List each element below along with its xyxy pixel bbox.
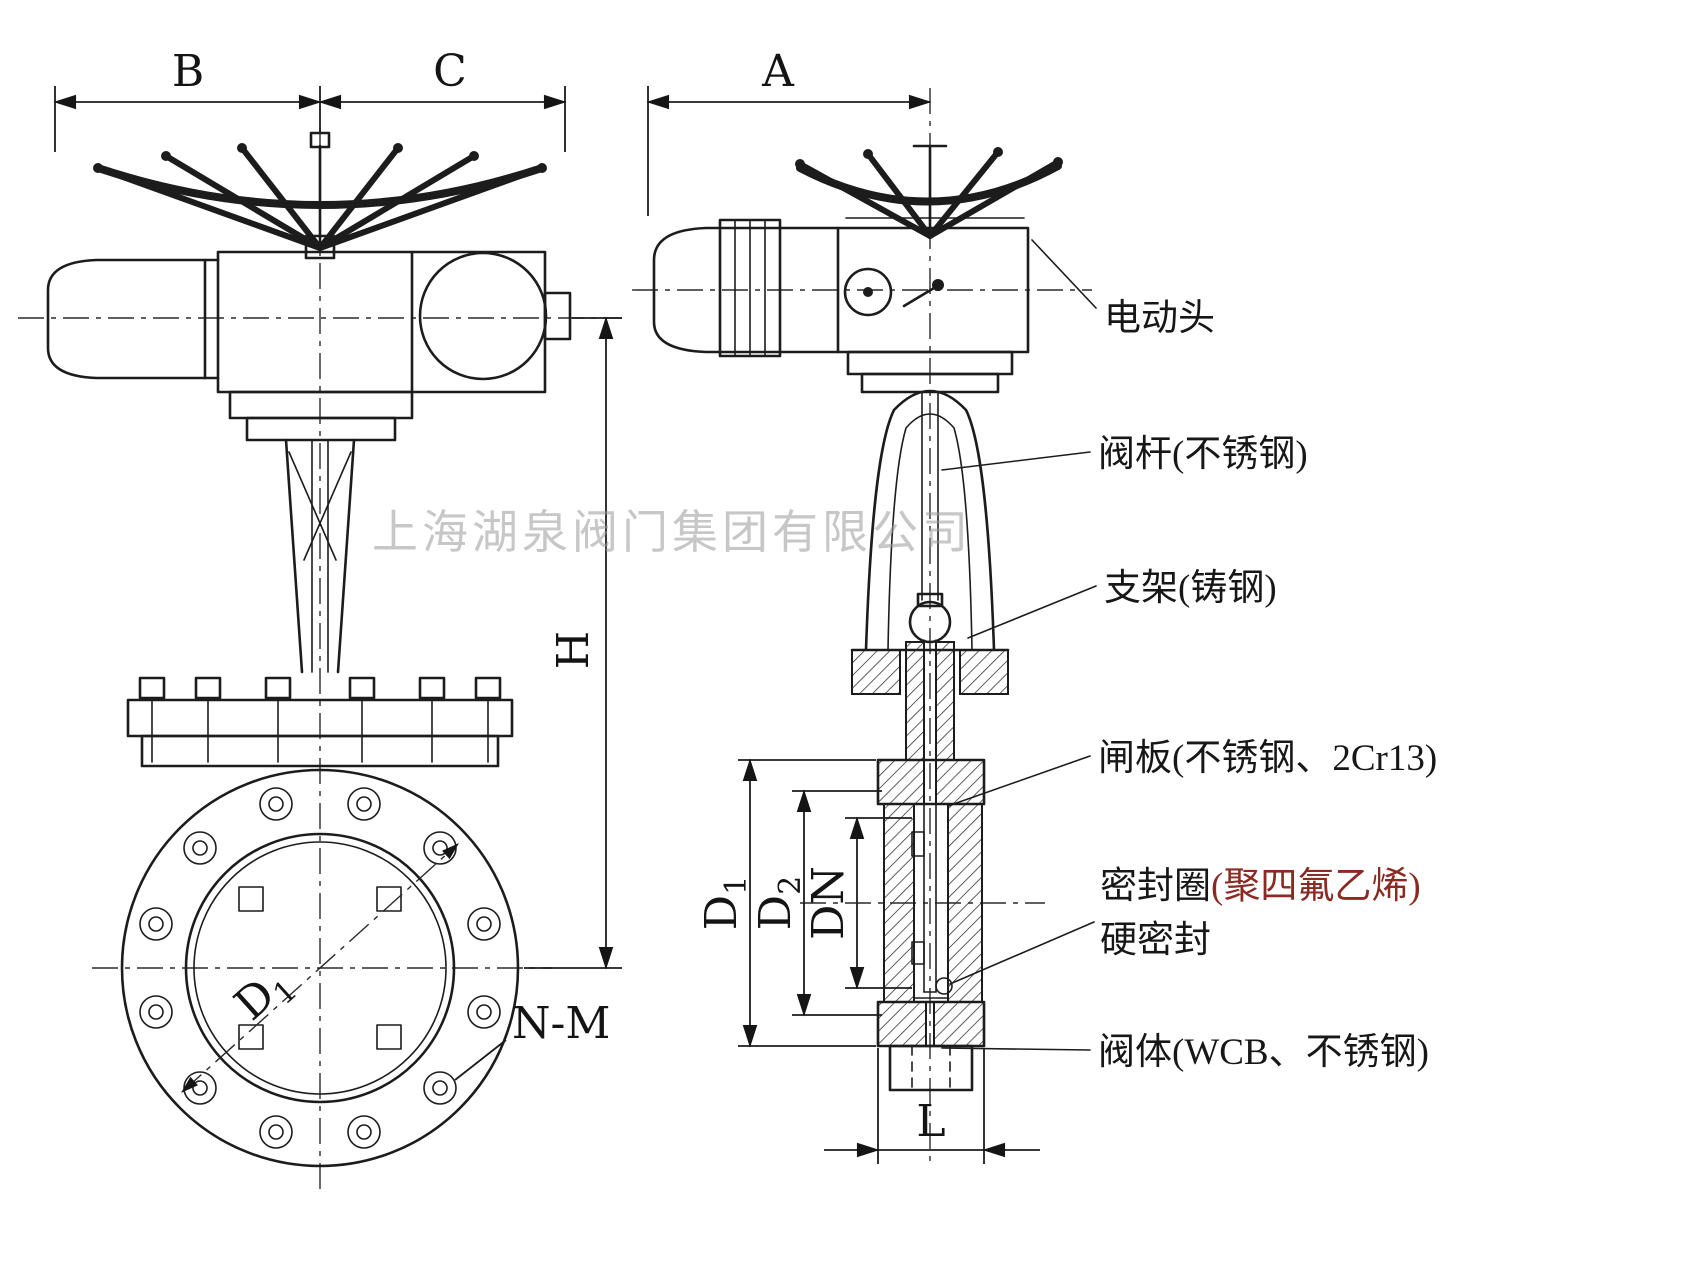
dim-label-dn: DN [803, 866, 854, 940]
part-labels: 电动头 阀杆(不锈钢) 支架(铸钢) 闸板(不锈钢、2Cr13) 密封圈(聚四氟… [941, 239, 1437, 1073]
bonnet-flange-front [126, 676, 514, 768]
yoke-front [284, 438, 356, 674]
motor-housing-circle [418, 251, 548, 381]
watermark-text: 上海湖泉阀门集团有限公司 [372, 507, 972, 558]
bracket-side [850, 389, 1010, 695]
label-seal-line2: 硬密封 [1100, 919, 1211, 961]
label-bracket: 支架(铸钢) [967, 567, 1277, 639]
dim-label-d1-side: D1 [696, 876, 754, 930]
dim-label-c: C [433, 46, 467, 97]
label-gate-text: 闸板(不锈钢、2Cr13) [1098, 738, 1437, 779]
dim-label-a: A [761, 46, 795, 97]
indicator-dial [843, 267, 893, 317]
label-body: 阀体(WCB、不锈钢) [941, 1032, 1429, 1073]
dimension-l: L [824, 1048, 1040, 1164]
dimension-h: H [524, 316, 622, 970]
label-actuator: 电动头 [1031, 239, 1215, 339]
label-body-text: 阀体(WCB、不锈钢) [1098, 1032, 1429, 1073]
label-stem-text: 阀杆(不锈钢) [1098, 433, 1308, 475]
dim-label-d2-side: D2 [750, 876, 808, 930]
dim-label-h: H [548, 631, 599, 669]
lever-knob [932, 279, 944, 291]
dimension-b-c: B C [53, 46, 567, 152]
label-gate: 闸板(不锈钢、2Cr13) [947, 738, 1437, 807]
label-seal: 密封圈(聚四氟乙烯) 硬密封 [949, 865, 1421, 985]
actuator-side [652, 218, 1030, 394]
dim-line-d1-front [181, 843, 459, 1093]
stem-nut [908, 600, 952, 644]
front-view: B C [18, 46, 622, 1192]
dimension-d2-side: D2 [750, 789, 882, 1017]
handwheel-front [93, 131, 547, 260]
label-seal-line1: 密封圈(聚四氟乙烯) [1100, 865, 1421, 907]
dim-label-l: L [916, 1096, 945, 1147]
label-bracket-text: 支架(铸钢) [1104, 567, 1277, 609]
dimension-dn-side: DN [803, 816, 912, 990]
dimension-d1-side: D1 [696, 758, 876, 1048]
dim-label-b: B [172, 46, 204, 97]
dimension-nm: N-M [454, 998, 610, 1081]
valve-body-side [876, 639, 986, 1092]
label-actuator-text: 电动头 [1104, 298, 1215, 339]
actuator-front [46, 250, 572, 442]
dimension-a: A [646, 46, 932, 216]
dim-label-nm: N-M [512, 998, 610, 1049]
seal-ring [935, 977, 953, 995]
label-stem: 阀杆(不锈钢) [941, 433, 1308, 475]
side-view: A [632, 46, 1092, 1168]
handwheel-side [795, 144, 1063, 239]
